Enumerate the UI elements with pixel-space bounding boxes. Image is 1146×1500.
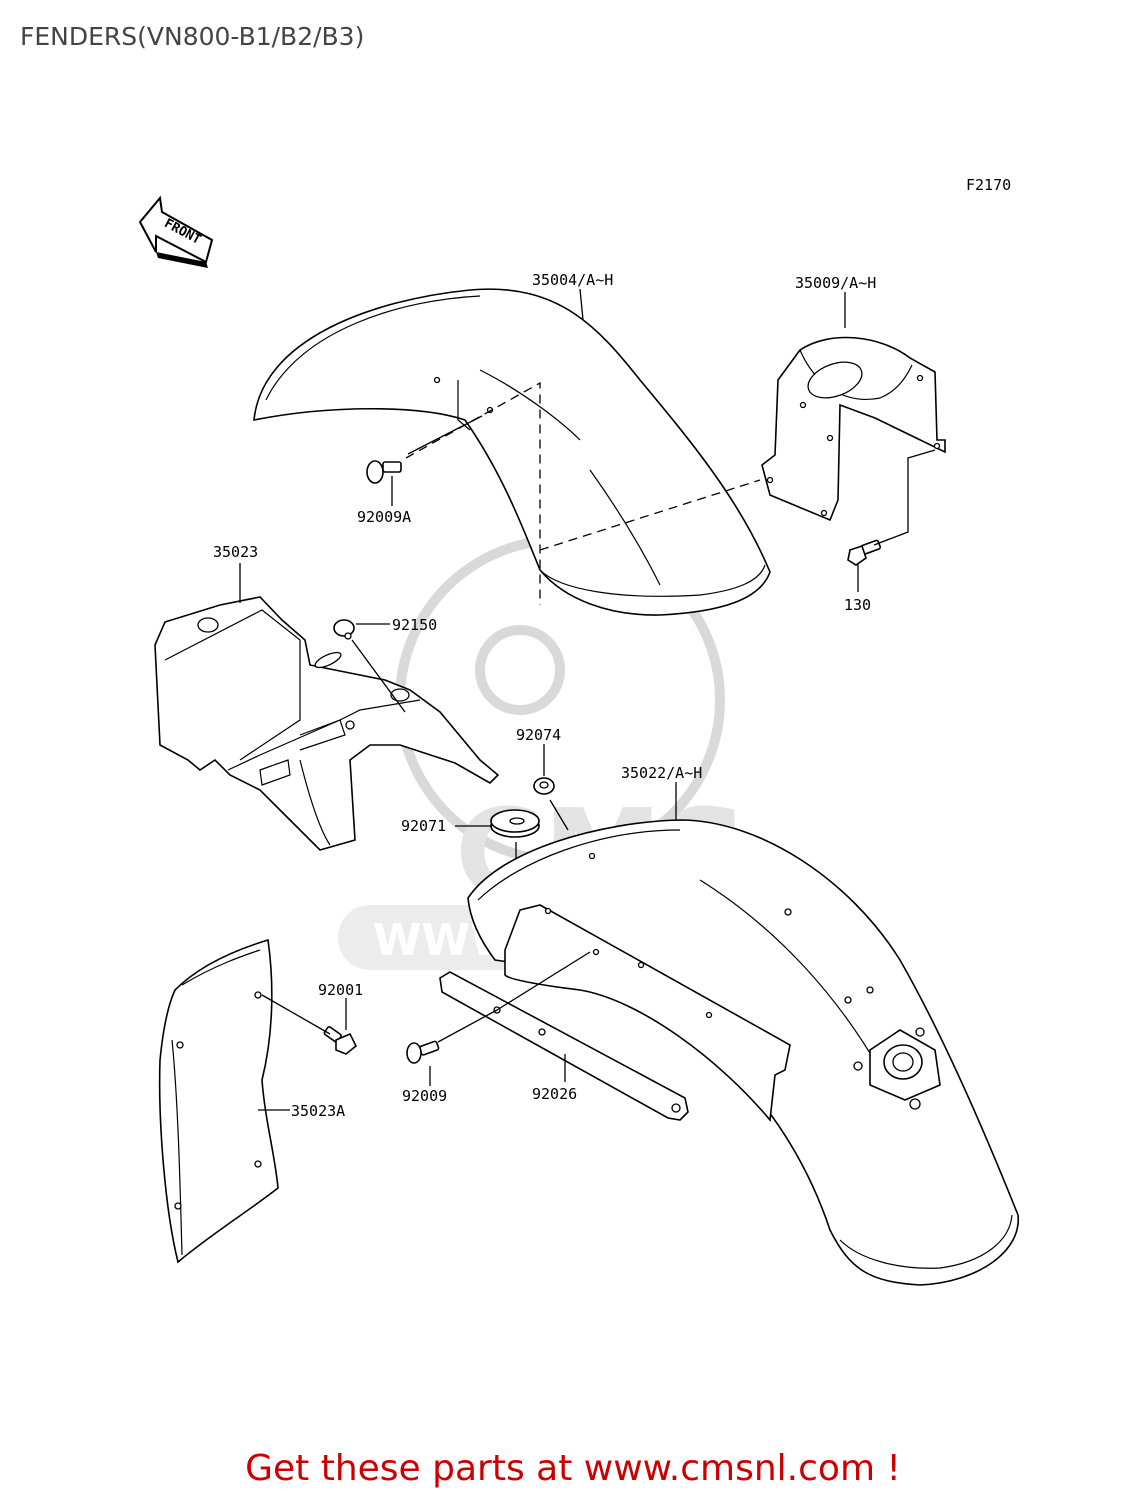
label-92001: 92001	[318, 981, 363, 999]
fender-bracket	[761, 336, 946, 522]
bolt-130-icon	[847, 539, 882, 566]
label-92009a: 92009A	[357, 508, 411, 526]
label-92026: 92026	[532, 1085, 577, 1103]
front-arrow-icon: FRONT	[138, 195, 214, 268]
rear-fender	[467, 819, 1019, 1286]
page-title: FENDERS(VN800-B1/B2/B3)	[20, 22, 365, 51]
front-fender	[253, 288, 771, 616]
figure-code: F2170	[966, 176, 1011, 194]
label-92150: 92150	[392, 616, 437, 634]
footer-link-text[interactable]: Get these parts at www.cmsnl.com !	[245, 1448, 901, 1489]
label-92009: 92009	[402, 1087, 447, 1105]
fender-mount	[154, 596, 500, 851]
label-35004: 35004/A~H	[532, 271, 613, 289]
bolt-92009a-icon	[366, 460, 402, 484]
mud-flap	[158, 938, 279, 1264]
bolt-92009-icon	[406, 1040, 440, 1064]
label-35009: 35009/A~H	[795, 274, 876, 292]
label-92074: 92074	[516, 726, 561, 744]
label-35023a: 35023A	[291, 1102, 345, 1120]
bolt-92001-icon	[323, 1026, 358, 1055]
label-130: 130	[844, 596, 871, 614]
label-35023: 35023	[213, 543, 258, 561]
clip-92150-icon	[333, 619, 355, 640]
damper-92071-icon	[490, 809, 540, 838]
label-92071: 92071	[401, 817, 446, 835]
label-35022: 35022/A~H	[621, 764, 702, 782]
grommet-92074-icon	[533, 777, 555, 795]
